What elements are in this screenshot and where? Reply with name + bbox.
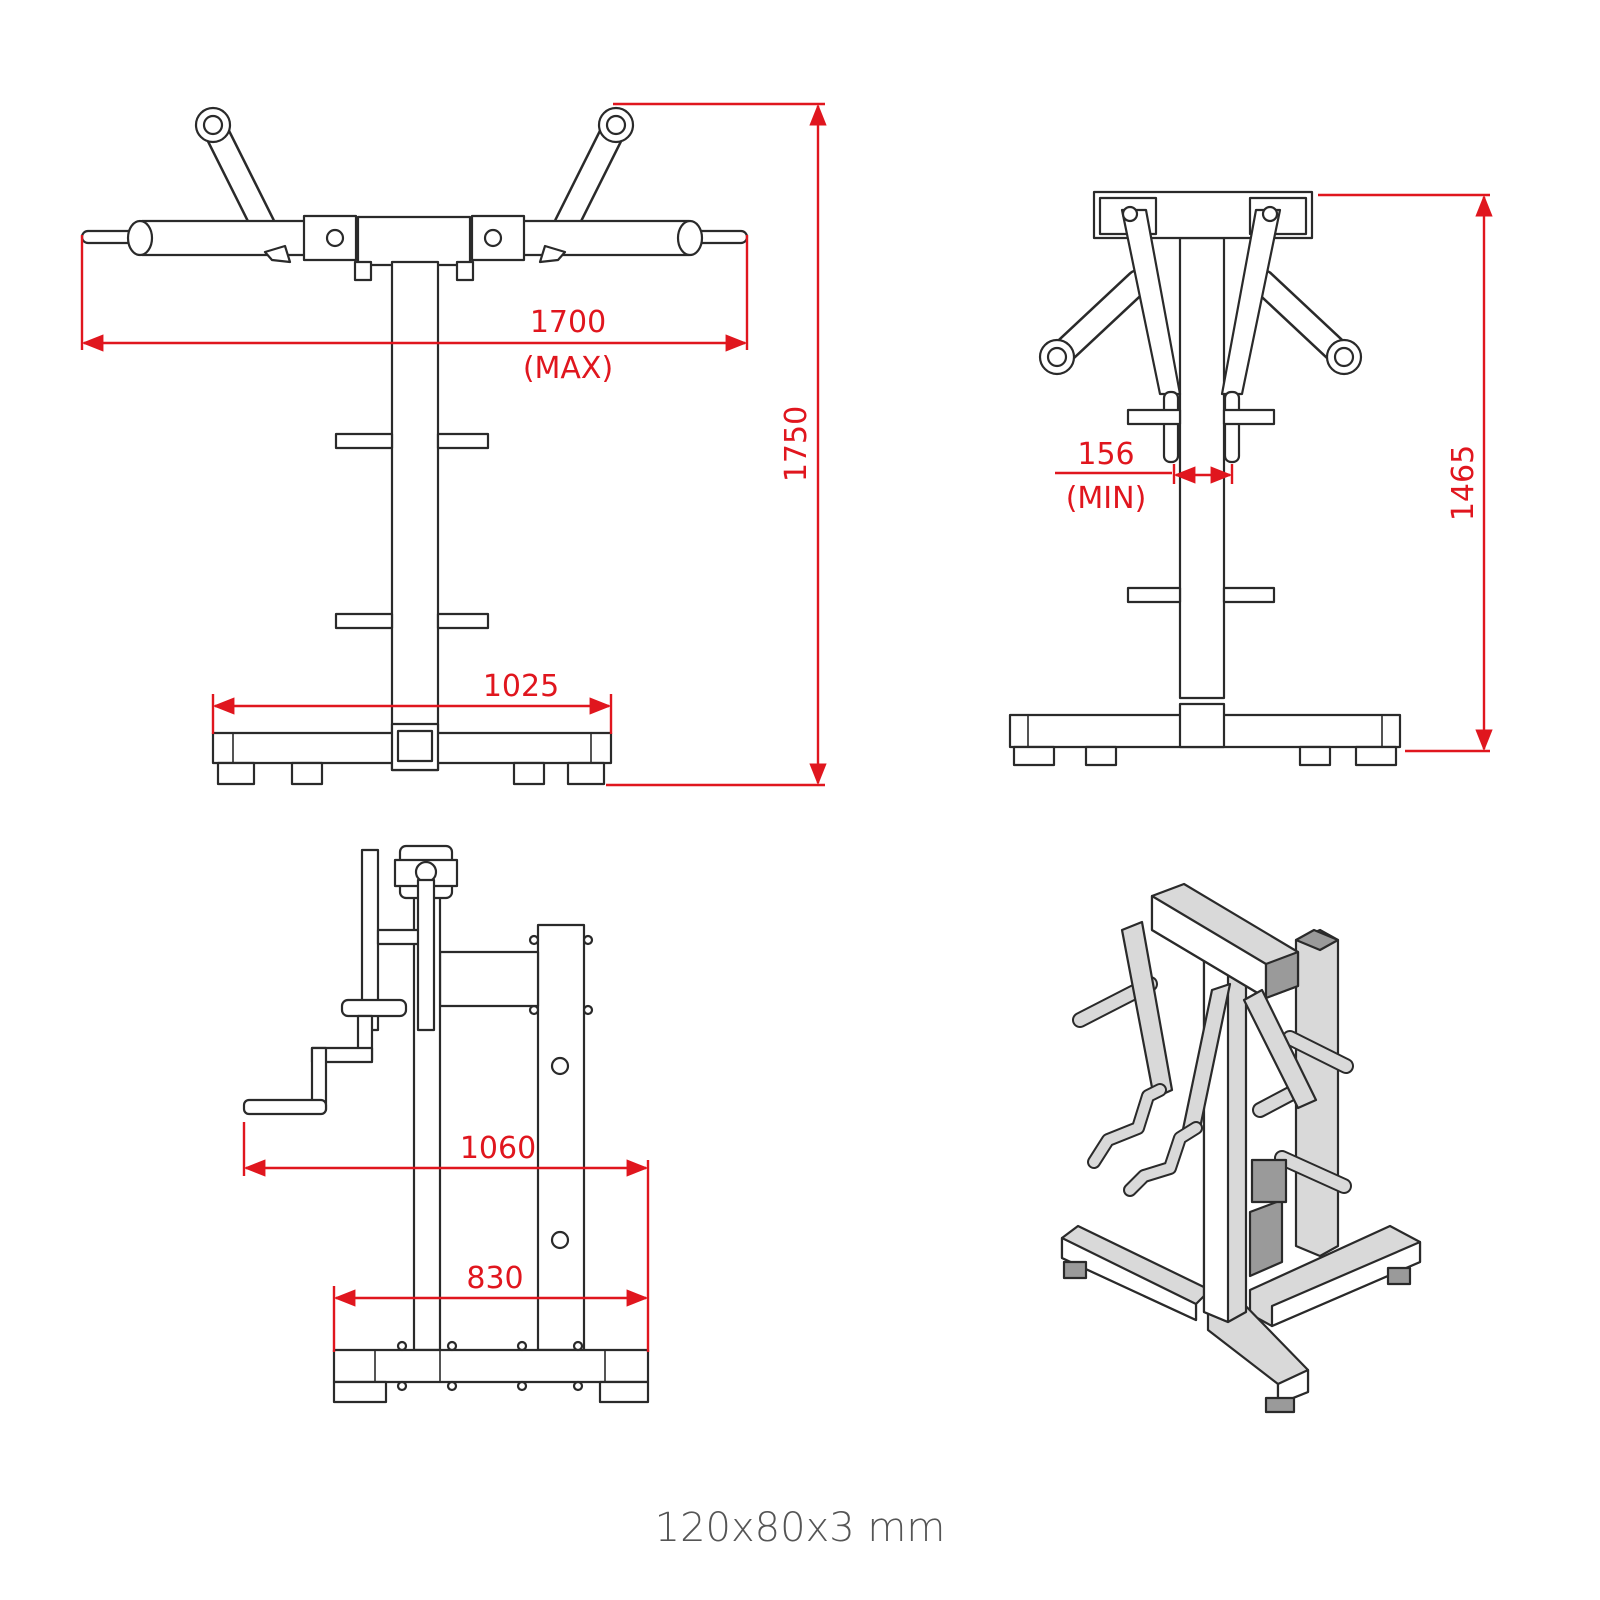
- isometric-view: [1060, 882, 1422, 1414]
- dim-156-label: 156: [1077, 437, 1134, 472]
- front-upper-arm-left: [194, 106, 276, 238]
- rear-column: [1178, 236, 1226, 700]
- iso-lever-left: [1120, 920, 1174, 1100]
- front-view: 1700 (MAX) 1750 1025: [80, 102, 827, 787]
- dim-1700-label: 1700: [530, 305, 606, 340]
- dim-1060-label: 1060: [460, 1131, 536, 1166]
- dim-830-label: 830: [466, 1261, 523, 1296]
- profile-caption: 120x80x3 mm: [654, 1505, 946, 1551]
- dim-1700-note: (MAX): [523, 351, 613, 386]
- side-base: [332, 1348, 650, 1384]
- front-weight-horn: [334, 432, 394, 450]
- dim-156-note: (MIN): [1066, 481, 1147, 516]
- dim-1025-label: 1025: [483, 669, 559, 704]
- side-view: 1060 830: [242, 844, 650, 1404]
- iso-lever-right: [1242, 988, 1318, 1110]
- front-upper-arm-right: [553, 106, 635, 238]
- dim-1750-label: 1750: [779, 406, 814, 482]
- front-column: [390, 260, 440, 772]
- side-rear-upright: [536, 923, 586, 1352]
- dim-1465-label: 1465: [1446, 445, 1481, 521]
- rear-arm-right: [1250, 269, 1363, 376]
- side-horizontal-beam: [438, 950, 540, 1008]
- front-center-block: [356, 215, 472, 267]
- rear-arm-left: [1038, 269, 1151, 376]
- rear-view: 156 (MIN) 1465: [1008, 190, 1493, 767]
